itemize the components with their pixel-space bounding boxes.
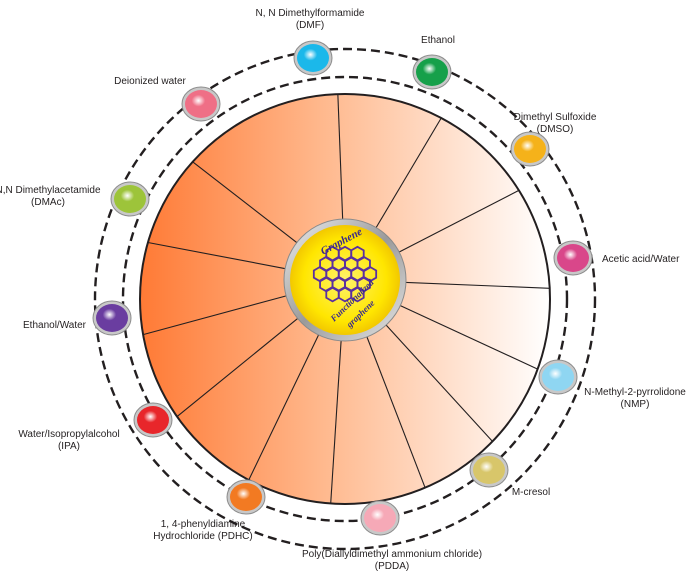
wheel-spoke-0 xyxy=(337,94,344,223)
solvent-marker-3 xyxy=(553,240,593,276)
wheel-spoke-10 xyxy=(142,294,290,336)
inner-dashed-ring xyxy=(121,75,569,523)
solvent-marker-1 xyxy=(412,54,452,90)
label-ethanol-water: Ethanol/Water xyxy=(23,320,86,331)
label-dmf: N, N Dimethylformamide(DMF) xyxy=(255,8,365,31)
solvent-markers xyxy=(92,40,593,536)
solvent-marker-10 xyxy=(110,181,150,217)
wheel-spoke-11 xyxy=(147,241,289,270)
solvent-marker-2 xyxy=(510,131,550,167)
wheel-spoke-6 xyxy=(365,333,426,488)
label-nmp: N-Methyl-2-pyrrolidone(NMP) xyxy=(584,387,686,410)
solvent-marker-5 xyxy=(469,452,509,488)
label-acetic-acid: Acetic acid/Water xyxy=(602,254,680,265)
label-dmac: N,N Dimethylacetamide(DMAc) xyxy=(0,185,101,208)
graphene-hexagon xyxy=(350,285,365,303)
wheel-spoke-12 xyxy=(192,161,300,245)
solvent-marker-8 xyxy=(133,402,173,438)
label-ethanol: Ethanol xyxy=(421,35,455,46)
graphene-lattice-icon xyxy=(312,245,378,303)
wheel-spoke-9 xyxy=(176,316,301,418)
outer-dashed-ring xyxy=(93,47,597,551)
solvent-marker-6 xyxy=(360,500,400,536)
label-dmso: Dimethyl Sulfoxide(DMSO) xyxy=(513,112,597,135)
wheel-spoke-4 xyxy=(397,303,538,370)
solvent-marker-0 xyxy=(293,40,333,76)
label-ipa: Water/Isopropylalcohol(IPA) xyxy=(18,429,120,452)
wheel-spoke-2 xyxy=(396,189,520,254)
solvent-marker-11 xyxy=(181,86,221,122)
wheel-spoke-5 xyxy=(383,322,493,442)
wheel-spoke-7 xyxy=(330,337,342,504)
solvent-marker-4 xyxy=(538,359,578,395)
wheel-spoke-1 xyxy=(374,117,442,231)
label-deionized-water: Deionized water xyxy=(114,76,186,87)
wheel-spoke-3 xyxy=(402,281,550,289)
solvent-marker-9 xyxy=(92,300,132,336)
label-pdda: Poly(Diallyldimethyl ammonium chloride)(… xyxy=(301,549,483,572)
solvent-marker-7 xyxy=(226,479,266,515)
label-m-cresol: M-cresol xyxy=(511,487,551,498)
wheel-spokes xyxy=(142,94,550,504)
wheel-spoke-8 xyxy=(248,332,321,481)
